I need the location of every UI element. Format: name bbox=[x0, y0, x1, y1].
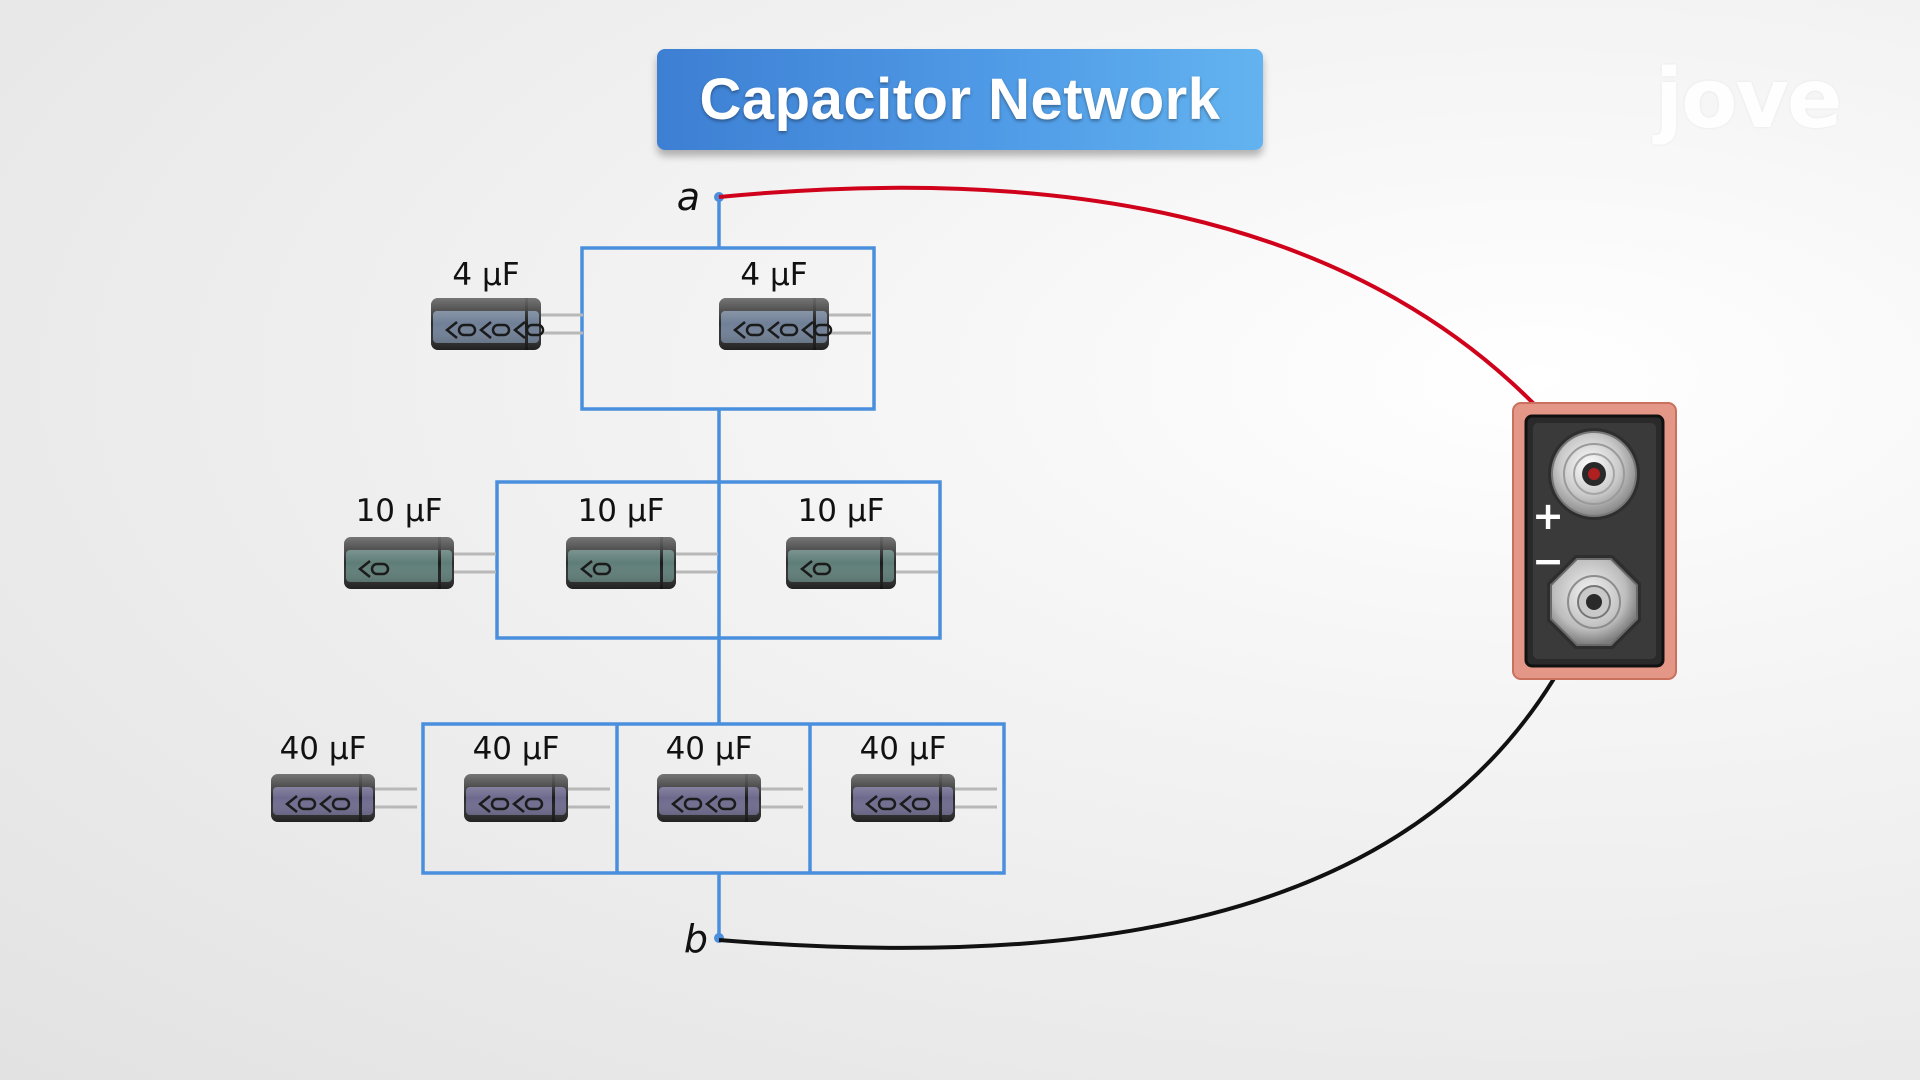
capacitor-label: 4 μF bbox=[740, 257, 807, 293]
capacitor-label: 10 μF bbox=[578, 493, 665, 529]
capacitor-label: 40 μF bbox=[280, 731, 367, 767]
capacitors: 4 μF 4 μF 10 μF 10 μF 10 μF 40 μF 40 μF 40 μF 40… bbox=[271, 257, 997, 822]
title-banner: Capacitor Network bbox=[657, 49, 1263, 150]
plus-terminal-icon bbox=[1548, 428, 1640, 520]
capacitor bbox=[657, 774, 803, 822]
battery: + − bbox=[1512, 402, 1677, 680]
capacitor bbox=[851, 774, 997, 822]
capacitor-label: 40 μF bbox=[860, 731, 947, 767]
minus-terminal-icon bbox=[1547, 555, 1641, 649]
circuit-wires bbox=[421, 197, 1006, 938]
capacitor-label: 10 μF bbox=[356, 493, 443, 529]
capacitor bbox=[271, 774, 417, 822]
capacitor-label: 40 μF bbox=[666, 731, 753, 767]
capacitor bbox=[786, 537, 938, 589]
row3-frame bbox=[421, 722, 1006, 875]
minus-sign: − bbox=[1532, 539, 1564, 583]
plus-sign: + bbox=[1532, 494, 1564, 538]
capacitor-label: 4 μF bbox=[452, 257, 519, 293]
node-a-label: a bbox=[677, 175, 700, 219]
black-wire bbox=[718, 599, 1596, 950]
capacitor-label: 40 μF bbox=[473, 731, 560, 767]
logo-text: jove bbox=[1655, 52, 1843, 147]
capacitor bbox=[464, 774, 610, 822]
capacitor bbox=[566, 537, 718, 589]
capacitor-label: 10 μF bbox=[798, 493, 885, 529]
jove-logo: jove bbox=[1655, 52, 1843, 147]
red-wire bbox=[718, 185, 1596, 476]
capacitor bbox=[344, 537, 496, 589]
node-b-label: b bbox=[684, 917, 708, 961]
row1-frame bbox=[580, 246, 876, 411]
capacitor bbox=[431, 298, 583, 350]
capacitor bbox=[719, 298, 871, 350]
page-title: Capacitor Network bbox=[699, 67, 1221, 132]
